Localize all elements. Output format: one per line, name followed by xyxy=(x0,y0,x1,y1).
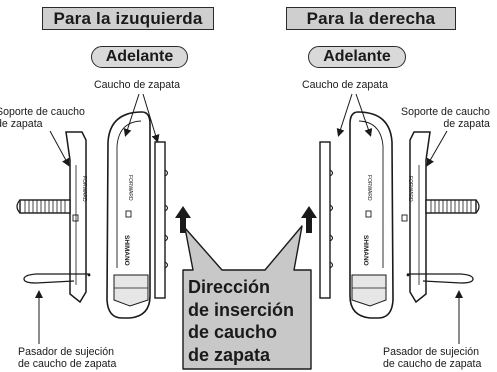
right-insertion-arrow xyxy=(301,206,317,233)
left-pad-brand-text: SHIMANO xyxy=(123,235,130,266)
left-mounting-bolt xyxy=(16,199,71,214)
left-pin-label: Pasador de sujeción de caucho de zapata xyxy=(18,346,117,370)
right-shoe-holder: FORWARD xyxy=(401,131,431,304)
right-holder-label: Soporte de caucho de zapata xyxy=(401,106,490,130)
right-mounting-bolt xyxy=(425,199,480,214)
right-brake-shoe-pad: FORWARD SHIMANO xyxy=(349,111,394,319)
left-insertion-arrow xyxy=(175,206,191,233)
left-holder-label: Soporte de caucho de zapata xyxy=(0,106,85,130)
right-holder-forward-text: FORWARD xyxy=(407,176,413,202)
right-pad-label: Caucho de zapata xyxy=(302,79,388,91)
right-shoe-slot xyxy=(319,141,334,299)
right-side-header: Para la derecha xyxy=(286,7,456,30)
left-retaining-pin xyxy=(23,273,91,284)
left-pad-forward-text: FORWARD xyxy=(127,175,133,201)
left-forward-label: Adelante xyxy=(91,46,188,68)
left-shoe-slot xyxy=(154,141,169,299)
right-pad-brand-text: SHIMANO xyxy=(362,235,369,266)
insertion-direction-callout: Dirección de inserción de caucho de zapa… xyxy=(188,277,295,365)
left-shoe-holder: FORWARD xyxy=(65,131,87,304)
right-pin-label: Pasador de sujeción de caucho de zapata xyxy=(383,346,482,370)
left-holder-forward-text: FORWARD xyxy=(81,176,87,202)
leader-lines xyxy=(35,93,463,344)
left-pad-label: Caucho de zapata xyxy=(94,79,180,91)
right-forward-label: Adelante xyxy=(308,46,406,68)
left-side-header: Para la izuquierda xyxy=(42,7,214,30)
right-pad-forward-text: FORWARD xyxy=(366,175,372,201)
insertion-callout-shape xyxy=(182,225,312,370)
right-retaining-pin xyxy=(406,273,474,284)
left-brake-shoe-pad: FORWARD SHIMANO xyxy=(106,111,151,319)
